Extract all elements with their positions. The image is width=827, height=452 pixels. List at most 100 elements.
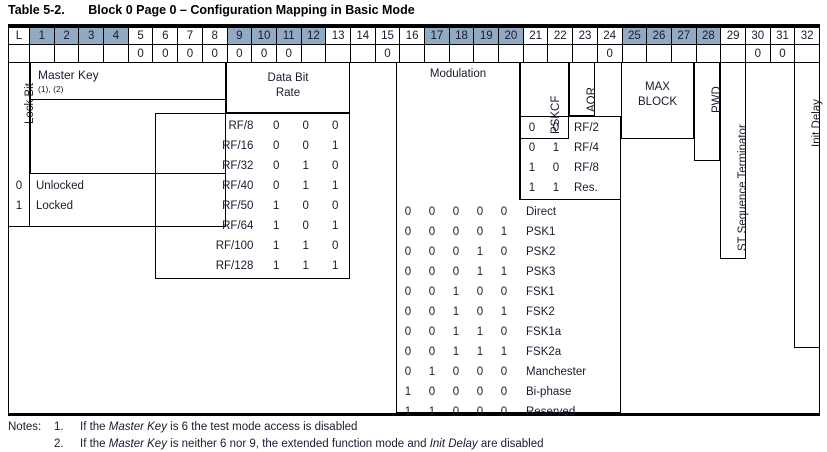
modulation-bit: 1 <box>500 306 508 318</box>
bit-header-cell-l: L <box>8 28 30 45</box>
modulation-name: Bi-phase <box>526 386 572 398</box>
bit-header-cell-15: 15 <box>375 28 401 45</box>
modulation-bit: 0 <box>428 226 436 238</box>
pwd-header-box <box>694 63 720 161</box>
data-bit-rate-header-box <box>226 63 350 113</box>
pskcf-frequency-name: RF/8 <box>574 162 599 174</box>
bit-value-cell-12 <box>301 45 327 63</box>
modulation-name: FSK2a <box>526 346 562 358</box>
data-bit-rate-label-line1: Data Bit <box>267 72 309 84</box>
bit-value-cell-3 <box>79 45 105 63</box>
data-bit-rate-name: RF/64 <box>222 220 254 232</box>
lock-bit-state-name: Locked <box>36 200 74 212</box>
data-bit-rate-bit: 1 <box>332 140 339 152</box>
modulation-bit: 0 <box>500 326 508 338</box>
modulation-bit: 0 <box>500 366 508 378</box>
modulation-bit: 0 <box>476 306 484 318</box>
modulation-bit: 0 <box>404 246 412 258</box>
data-bit-rate-bit: 0 <box>332 200 339 212</box>
lock-bit-value: 1 <box>15 200 23 212</box>
pskcf-bit: 0 <box>528 142 536 154</box>
modulation-bit: 0 <box>452 206 460 218</box>
table-note-item: 2.If the Master Key is neither 6 nor 9, … <box>8 435 820 452</box>
bit-header-cell-19: 19 <box>474 28 500 45</box>
modulation-bit: 0 <box>452 266 460 278</box>
bit-value-cell-13 <box>326 45 351 63</box>
table-body-outer-frame <box>8 63 820 413</box>
data-bit-rate-bit: 1 <box>272 240 280 252</box>
bit-header-cell-20: 20 <box>499 28 524 45</box>
modulation-bit: 0 <box>476 386 484 398</box>
modulation-bit: 0 <box>476 226 484 238</box>
modulation-label: Modulation <box>429 68 487 80</box>
modulation-bit: 0 <box>404 366 412 378</box>
data-bit-rate-bit: 0 <box>302 120 309 132</box>
st-sequence-terminator-box <box>720 63 746 259</box>
data-bit-rate-bit: 1 <box>332 180 339 192</box>
bit-value-cell-7: 0 <box>178 45 203 63</box>
modulation-bit: 0 <box>428 386 436 398</box>
modulation-bit: 1 <box>500 226 508 238</box>
modulation-bit: 1 <box>404 386 412 398</box>
bit-value-cell-10: 0 <box>252 45 277 63</box>
modulation-bit: 0 <box>428 206 436 218</box>
pskcf-values-box <box>520 116 621 200</box>
modulation-bit: 0 <box>404 206 412 218</box>
bit-value-cell-21 <box>523 45 549 63</box>
bit-value-cell-4 <box>104 45 129 63</box>
data-bit-rate-bit: 0 <box>302 200 309 212</box>
bit-header-cell-23: 23 <box>573 28 598 45</box>
bit-header-cell-24: 24 <box>597 28 623 45</box>
table-top-rule <box>8 24 820 28</box>
max-block-header-box <box>621 63 694 139</box>
modulation-bit: 0 <box>428 286 436 298</box>
modulation-name: FSK1a <box>526 326 562 338</box>
lock-bit-state-name: Unlocked <box>36 180 84 192</box>
lock-bit-row: 1 Locked <box>8 196 226 216</box>
pskcf-frequency-name: RF/4 <box>574 142 599 154</box>
data-bit-rate-bit: 1 <box>272 260 280 272</box>
bit-value-cell-22 <box>548 45 574 63</box>
modulation-name: Manchester <box>526 366 587 378</box>
bit-header-cell-10: 10 <box>252 28 277 45</box>
modulation-bit: 0 <box>428 346 436 358</box>
bit-header-cell-11: 11 <box>276 28 302 45</box>
data-bit-rate-bit: 0 <box>332 160 339 172</box>
pskcf-frequency-name: RF/2 <box>574 122 599 134</box>
data-bit-rate-bit: 1 <box>332 220 339 232</box>
data-bit-rate-name: RF/16 <box>222 140 254 152</box>
bit-value-cell-6: 0 <box>153 45 179 63</box>
pskcf-bit: 1 <box>528 162 536 174</box>
bit-value-cell-32 <box>795 45 820 63</box>
modulation-name: FSK2 <box>526 306 555 318</box>
modulation-values-box <box>396 200 621 413</box>
bit-header-cell-6: 6 <box>153 28 179 45</box>
modulation-bit: 1 <box>476 266 484 278</box>
table-note-number: 1. <box>54 420 64 433</box>
bit-value-cell-16 <box>400 45 425 63</box>
bit-header-cell-3: 3 <box>79 28 105 45</box>
modulation-name: PSK1 <box>526 226 556 238</box>
modulation-name: PSK3 <box>526 266 556 278</box>
modulation-bit: 1 <box>476 346 484 358</box>
modulation-bit: 0 <box>404 286 412 298</box>
bit-value-cell-l <box>8 45 30 63</box>
bit-value-cell-20 <box>499 45 524 63</box>
data-bit-rate-name: RF/128 <box>215 260 254 272</box>
bit-header-cell-28: 28 <box>696 28 722 45</box>
bit-header-cell-29: 29 <box>721 28 746 45</box>
bit-header-cell-25: 25 <box>622 28 648 45</box>
